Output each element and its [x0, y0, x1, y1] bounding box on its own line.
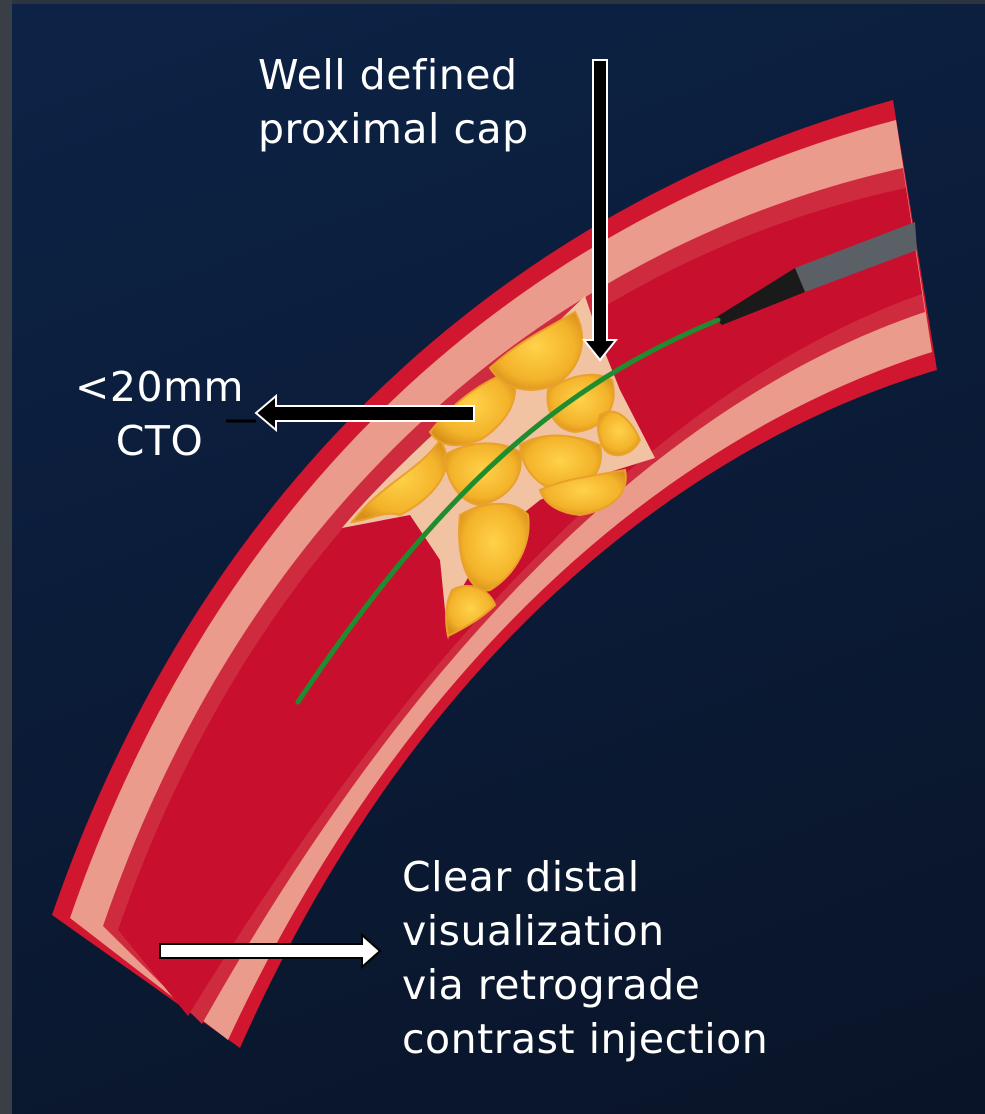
label-cto-length-line-1: <20mm [72, 360, 247, 414]
label-proximal-cap-line-2: proximal cap [258, 102, 529, 156]
label-distal-line-2: visualization [402, 904, 768, 958]
label-cto-length: <20mm CTO [72, 360, 247, 468]
label-proximal-cap-line-1: Well defined [258, 48, 529, 102]
label-cto-length-line-2: CTO [72, 414, 247, 468]
label-distal-line-4: contrast injection [402, 1012, 768, 1066]
label-distal-line-3: via retrograde [402, 958, 768, 1012]
label-proximal-cap: Well defined proximal cap [258, 48, 529, 156]
label-distal-visualization: Clear distal visualization via retrograd… [402, 850, 768, 1066]
label-distal-line-1: Clear distal [402, 850, 768, 904]
